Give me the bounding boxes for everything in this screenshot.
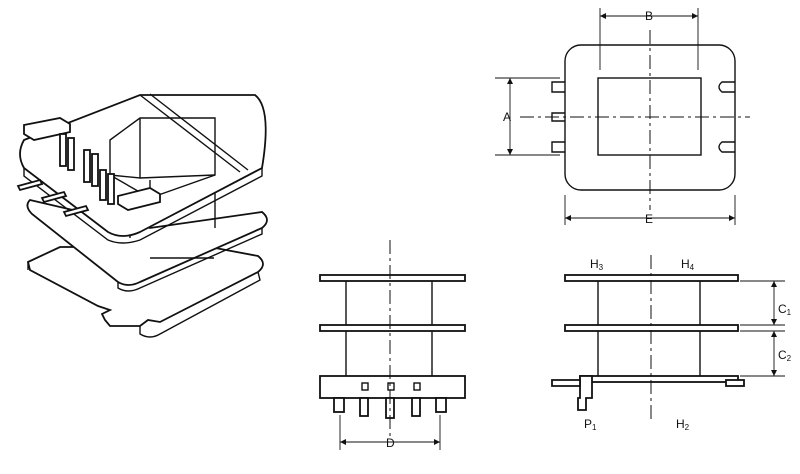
front-view: D — [319, 240, 466, 450]
dim-label-e: E — [645, 212, 653, 226]
label-h4: H4 — [681, 257, 695, 272]
dim-label-b: B — [645, 9, 653, 23]
label-p1: P1 — [584, 417, 597, 432]
right-clip — [117, 187, 161, 211]
terminal-pins — [16, 133, 115, 218]
label-h3: H3 — [590, 257, 604, 272]
left-clip — [23, 117, 71, 141]
lower-flange — [26, 199, 268, 286]
isometric-bobbin-view — [16, 93, 268, 338]
dim-label-c1: C1 — [778, 302, 792, 317]
upper-flange — [19, 94, 267, 237]
bottom-clip-plate — [26, 246, 264, 327]
dim-label-c2: C2 — [778, 348, 792, 363]
dim-label-d: D — [386, 436, 395, 450]
front-view-base — [319, 375, 466, 399]
label-h2: H2 — [676, 417, 690, 432]
top-view: B A E — [495, 8, 750, 226]
dim-label-a: A — [503, 110, 511, 124]
side-view: H3 H4 P1 H2 C1 C2 — [551, 255, 792, 432]
